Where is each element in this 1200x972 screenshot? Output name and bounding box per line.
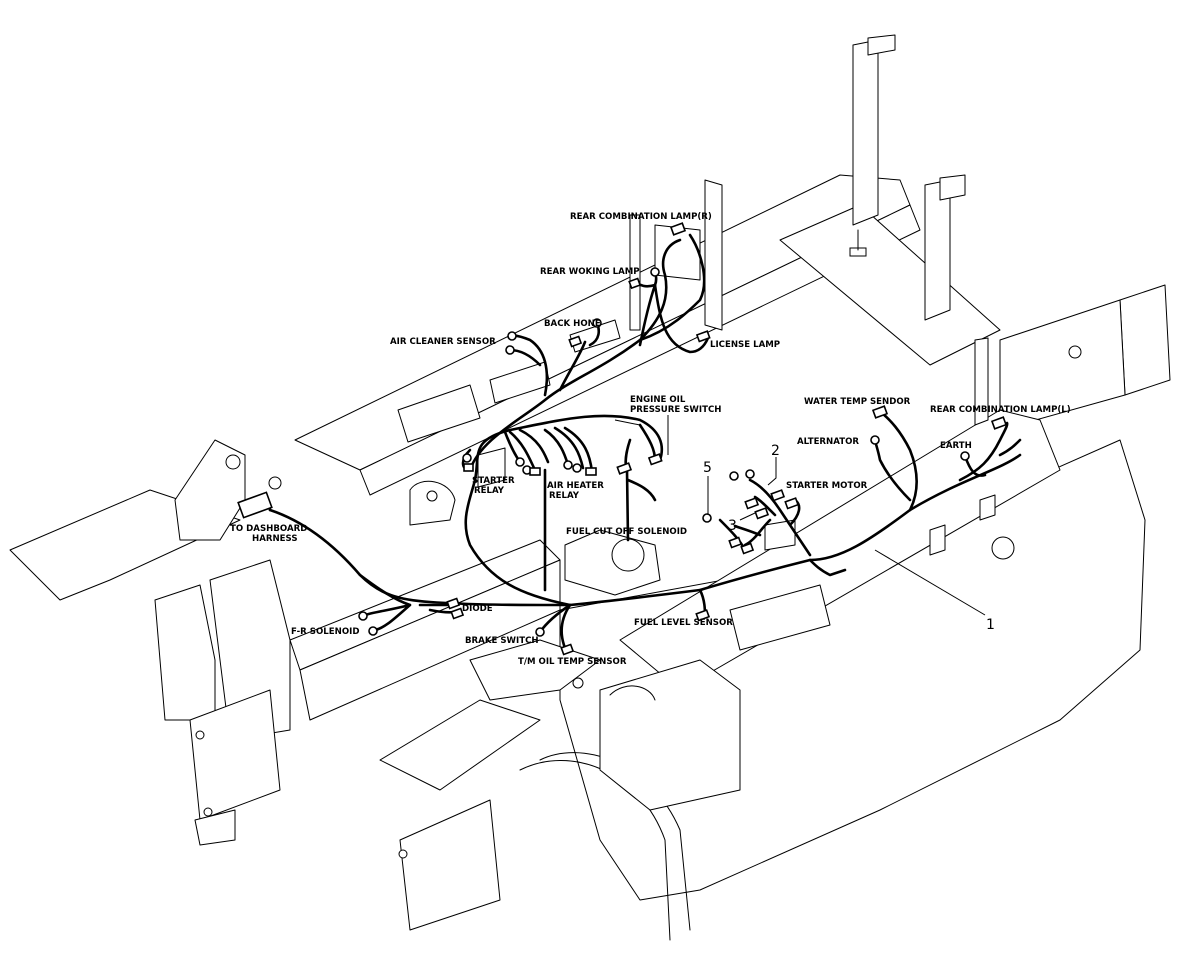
connector-fr-solenoid-2	[368, 626, 378, 636]
callout-1: 1	[986, 617, 995, 633]
label-fuel-cut-off-solenoid: FUEL CUT OFF SOLENOID	[566, 527, 687, 537]
chassis-frame	[9, 34, 1171, 941]
label-rear-working-lamp: REAR WOKING LAMP	[540, 267, 640, 277]
connector-back-horn	[568, 335, 583, 348]
label-air-heater-relay: RELAY	[549, 491, 580, 501]
connector-dashboard	[237, 491, 273, 519]
component-labels: REAR COMBINATION LAMP(R) REAR WOKING LAM…	[230, 212, 1071, 667]
connector-engine-oil	[647, 453, 663, 466]
callout-5: 5	[703, 460, 712, 476]
connector-rear-lamp-l	[990, 416, 1008, 430]
connector-air-cleaner-2	[505, 345, 515, 355]
callout-2: 2	[771, 443, 780, 459]
connector-fr-solenoid-1	[358, 611, 368, 621]
connector-air-heater	[585, 467, 597, 476]
label-to-dashboard: TO DASHBOARD	[230, 524, 307, 534]
label-fr-solenoid: F-R SOLENOID	[291, 627, 359, 637]
connector-earth	[960, 451, 970, 461]
label-brake-switch: BRAKE SWITCH	[465, 636, 539, 646]
label-tm-oil-temp-sensor: T/M OIL TEMP SENSOR	[518, 657, 627, 667]
callout-numbers: 1 2 3 5	[703, 443, 995, 633]
label-harness: HARNESS	[252, 534, 298, 544]
connector-rear-lamp-r	[669, 222, 687, 236]
connector-diode	[446, 597, 461, 610]
label-alternator: ALTERNATOR	[797, 437, 859, 447]
label-rear-combination-lamp-r: REAR COMBINATION LAMP(R)	[570, 212, 712, 222]
label-starter: STARTER	[472, 476, 515, 486]
connector-working-lamp	[650, 267, 660, 277]
connector-license-lamp	[695, 330, 711, 343]
connectors	[237, 222, 1008, 656]
connector-alternator	[870, 435, 880, 445]
label-back-horn: BACK HONE	[544, 319, 601, 329]
label-diode: DIODE	[462, 604, 493, 614]
connector-fuel-level	[695, 609, 711, 622]
label-engine-oil: ENGINE OIL	[630, 395, 686, 405]
harness-wires	[256, 233, 1022, 650]
label-water-temp-sensor: WATER TEMP SENDOR	[804, 397, 911, 407]
connector-item-5	[702, 513, 712, 523]
label-license-lamp: LICENSE LAMP	[710, 340, 780, 350]
connector-brake-switch	[535, 627, 545, 637]
connector-water-temp	[871, 405, 889, 419]
label-starter-relay: RELAY	[474, 486, 505, 496]
connector-tm-oil-temp	[560, 643, 575, 656]
label-air-cleaner-sensor: AIR CLEANER SENSOR	[390, 337, 496, 347]
label-pressure-switch: PRESSURE SWITCH	[630, 405, 721, 415]
label-starter-motor: STARTER MOTOR	[786, 481, 868, 491]
label-fuel-level-sensor: FUEL LEVEL SENSOR	[634, 618, 733, 628]
callout-3: 3	[728, 518, 737, 534]
label-rear-combination-lamp-l: REAR COMBINATION LAMP(L)	[930, 405, 1071, 415]
connector-starter-relay	[515, 457, 525, 467]
connector-starter-motor	[770, 489, 786, 502]
label-air-heater: AIR HEATER	[547, 481, 604, 491]
connector-air-cleaner-1	[507, 331, 517, 341]
label-earth: EARTH	[940, 441, 972, 451]
callout-leaders	[614, 415, 986, 616]
